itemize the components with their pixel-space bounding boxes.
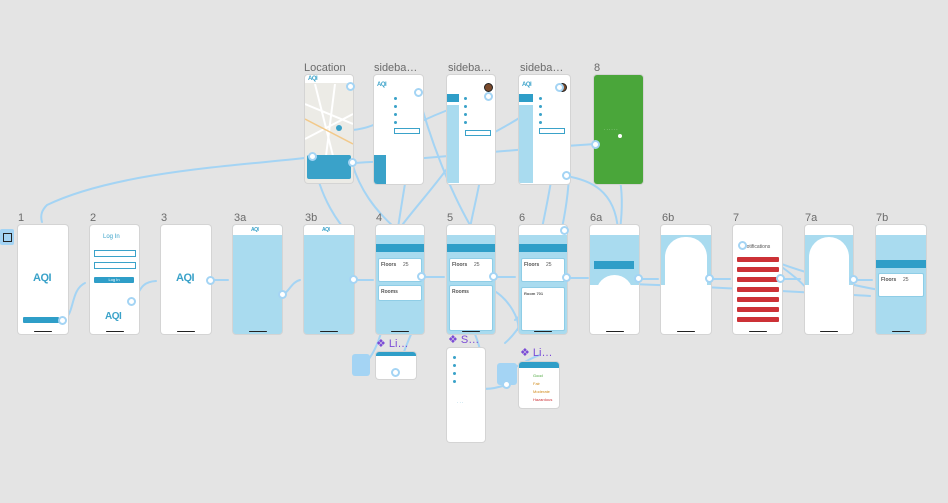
connector-handle[interactable] [560,226,569,235]
username-input[interactable] [94,250,136,257]
map-area [305,84,353,164]
component-label-1: ❖ Li… [376,338,409,350]
frame-6a[interactable] [590,225,639,334]
brand-logo: AQI [377,82,387,88]
legend-good: Good [533,373,543,378]
room-title: Room 701 [524,291,544,296]
connector-handle[interactable] [489,272,498,281]
frame-location[interactable]: AQI [305,75,353,183]
frame-label-3a: 3a [234,212,247,224]
connector-handle[interactable] [417,272,426,281]
frame-6b[interactable] [661,225,711,334]
frame-1-splash[interactable]: AQI [18,225,68,334]
frame-label-3b: 3b [305,212,318,224]
password-input[interactable] [94,262,136,269]
rooms-title: Rooms [452,289,469,295]
connector-handle[interactable] [738,241,747,250]
frame-3b[interactable]: AQI [304,225,354,334]
get-started-button[interactable] [23,317,59,323]
connector-handle[interactable] [555,83,564,92]
frame-label-7b: 7b [876,212,889,224]
connector-handle[interactable] [414,88,423,97]
frame-7a[interactable] [805,225,853,334]
login-title: Log In [103,234,120,240]
frame-label-sidebar-a: sideba… [374,62,418,74]
connector-handle[interactable] [348,158,357,167]
connector-handle[interactable] [127,297,136,306]
frame-label-7a: 7a [805,212,818,224]
connector-handle[interactable] [206,276,215,285]
connector-handle[interactable] [634,274,643,283]
floors-title: Floors [881,277,897,283]
rooms-title: Rooms [381,289,398,295]
legend-hazardous: Hazardous [533,397,553,402]
flow-start-icon[interactable] [0,229,14,245]
component-2-sidebar[interactable]: · · · [447,348,485,442]
floors-count: 25 [474,262,480,268]
frame-5-rooms[interactable]: Floors 25 Rooms [447,225,495,334]
brand-logo: AQI [251,227,259,233]
connector-handle[interactable] [308,152,317,161]
connector-handle[interactable] [591,140,600,149]
floors-count: 25 [903,277,909,283]
connector-handle[interactable] [346,82,355,91]
brand-logo: AQI [308,76,318,82]
connector-handle[interactable] [776,274,785,283]
brand-logo: AQI [105,311,122,322]
overlay-icon-2[interactable] [497,363,517,385]
overlay-icon[interactable] [352,354,370,376]
frame-label-4: 4 [376,212,383,224]
frame-label-5: 5 [447,212,454,224]
legend-fair: Fair [533,381,540,386]
connector-handle[interactable] [278,290,287,299]
component-label-3: ❖ Li… [520,347,553,359]
brand-logo: AQI [322,227,330,233]
brand-logo: AQI [176,272,195,284]
legend-moderate: Moderate [533,389,550,394]
connector-handle[interactable] [349,275,358,284]
connector-handle[interactable] [484,92,493,101]
frame-label-6b: 6b [662,212,675,224]
notifications-title: Notifications [743,244,771,250]
frame-sidebar-c[interactable]: AQI [519,75,570,184]
frame-3a[interactable]: AQI [233,225,282,334]
connector-handle[interactable] [58,316,67,325]
frame-7b[interactable]: Floors 25 [876,225,926,334]
floors-count: 25 [403,262,409,268]
connector-handle[interactable] [502,380,511,389]
frame-6-room-detail[interactable]: Floors 25 Room 701 [519,225,567,334]
frame-label-1: 1 [18,212,25,224]
brand-logo: AQI [522,82,532,88]
connector-handle[interactable] [849,275,858,284]
connector-handle[interactable] [562,273,571,282]
frame-2-login[interactable]: Log In Log In AQI [90,225,139,334]
frame-label-8: 8 [594,62,601,74]
floors-title: Floors [524,262,540,268]
frame-3-loading[interactable]: AQI [161,225,211,334]
connector-handle[interactable] [562,171,571,180]
frame-label-sidebar-c: sideba… [520,62,564,74]
frame-label-2: 2 [90,212,97,224]
floors-title: Floors [381,262,397,268]
brand-logo: AQI [33,272,52,284]
frame-label-sidebar-b: sideba… [448,62,492,74]
logout-button[interactable] [394,128,420,134]
login-button[interactable]: Log In [94,277,134,283]
frame-label-6: 6 [519,212,526,224]
connector-handle[interactable] [705,274,714,283]
component-3-legend[interactable]: Good Fair Moderate Hazardous [519,362,559,408]
connector-handle[interactable] [391,368,400,377]
frame-label-3: 3 [161,212,168,224]
frame-label-7: 7 [733,212,740,224]
floors-count: 25 [546,262,552,268]
frame-8[interactable]: · · · · · · [594,75,643,184]
floors-title: Floors [452,262,468,268]
frame-label-location: Location [304,62,346,74]
frame-4-floors[interactable]: Floors 25 Rooms [376,225,424,334]
component-label-2: ❖ S… [448,334,480,346]
frame-label-6a: 6a [590,212,603,224]
